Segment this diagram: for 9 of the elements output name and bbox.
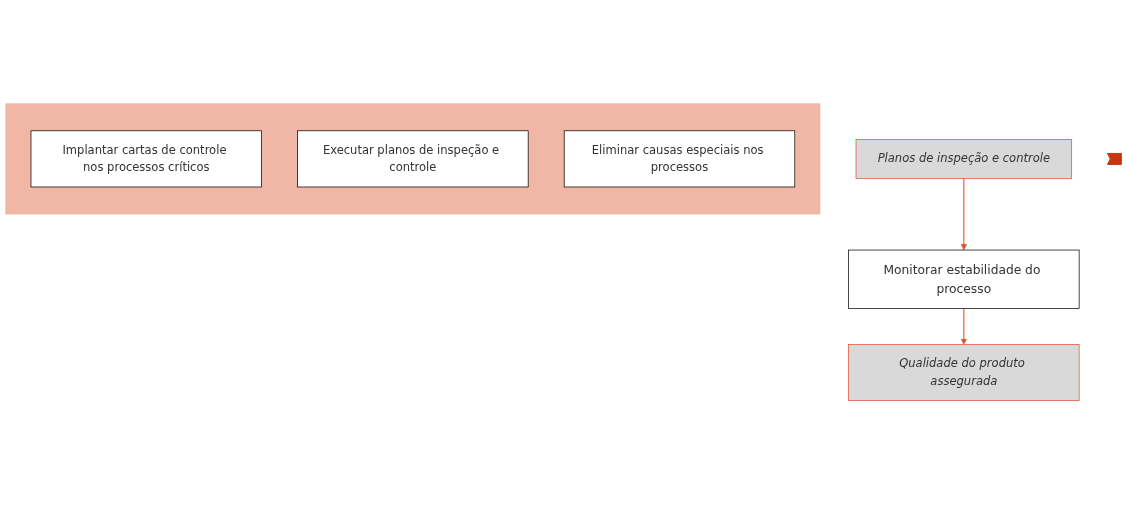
cluster bbox=[5, 103, 821, 215]
arrow bbox=[960, 178, 967, 251]
node-box: Implantar cartas de controle nos processos críticos bbox=[30, 130, 262, 188]
node-box: Planos de inspeção e controle bbox=[855, 139, 1073, 179]
node-box: Monitorar estabilidade do processo bbox=[848, 249, 1080, 310]
node-box: Executar planos de inspeção e controle bbox=[297, 130, 529, 188]
node-box: Qualidade do produto assegurada bbox=[848, 344, 1080, 402]
arrow bbox=[960, 308, 967, 345]
node-box: Eliminar causas especiais nos processos bbox=[563, 130, 796, 188]
